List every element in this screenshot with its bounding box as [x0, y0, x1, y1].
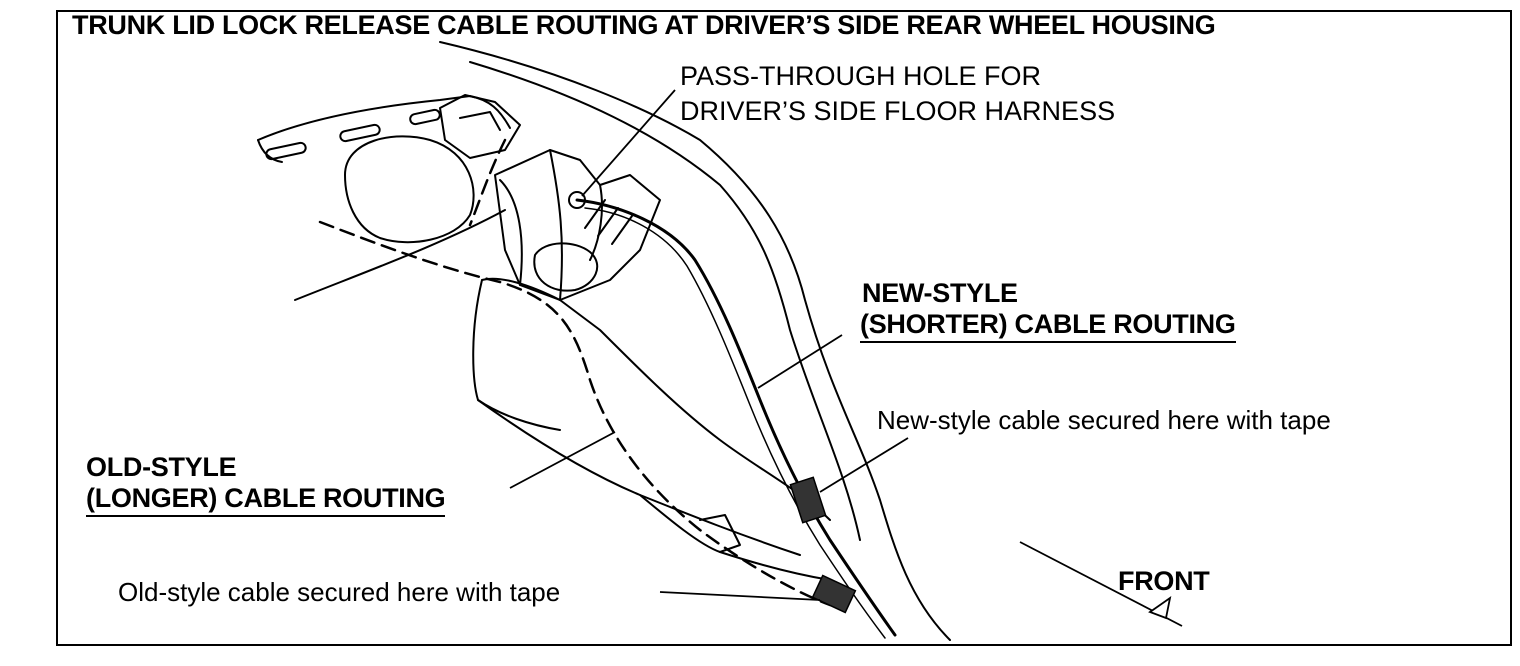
leader-old-tape: [659, 591, 821, 601]
old-style-label-line2: (LONGER) CABLE ROUTING: [86, 483, 446, 517]
front-arrowhead: [1148, 595, 1172, 620]
pass-through-label-line1: PASS-THROUGH HOLE FOR: [680, 61, 1042, 91]
leader-pass-through: [581, 89, 676, 197]
front-label: FRONT: [1118, 566, 1210, 596]
old-style-label-line1: OLD-STYLE: [86, 452, 237, 482]
wheel-housing: [481, 277, 831, 521]
bracket: [494, 149, 661, 301]
leader-new-tape: [819, 437, 909, 493]
access-oval: [344, 135, 475, 244]
new-style-label-line2: (SHORTER) CABLE ROUTING: [860, 309, 1236, 343]
diagram-title: TRUNK LID LOCK RELEASE CABLE ROUTING AT …: [72, 10, 1216, 40]
diagram-frame: [56, 10, 1512, 646]
body-outline: [439, 41, 951, 641]
new-style-label-line1: NEW-STYLE: [862, 278, 1018, 308]
pass-through-label-line2: DRIVER’S SIDE FLOOR HARNESS: [680, 96, 1116, 126]
floor-panel: [257, 95, 511, 141]
old-style-cable: [318, 220, 832, 607]
leader-new-style: [757, 334, 843, 389]
new-style-tape-block: [789, 476, 827, 524]
old-style-tape-label: Old-style cable secured here with tape: [118, 577, 561, 607]
body-inner-line: [469, 61, 861, 541]
new-style-cable: [575, 198, 897, 637]
new-style-tape-label: New-style cable secured here with tape: [877, 405, 1331, 435]
old-style-tape-block: [811, 574, 857, 614]
leader-old-style: [509, 431, 616, 489]
